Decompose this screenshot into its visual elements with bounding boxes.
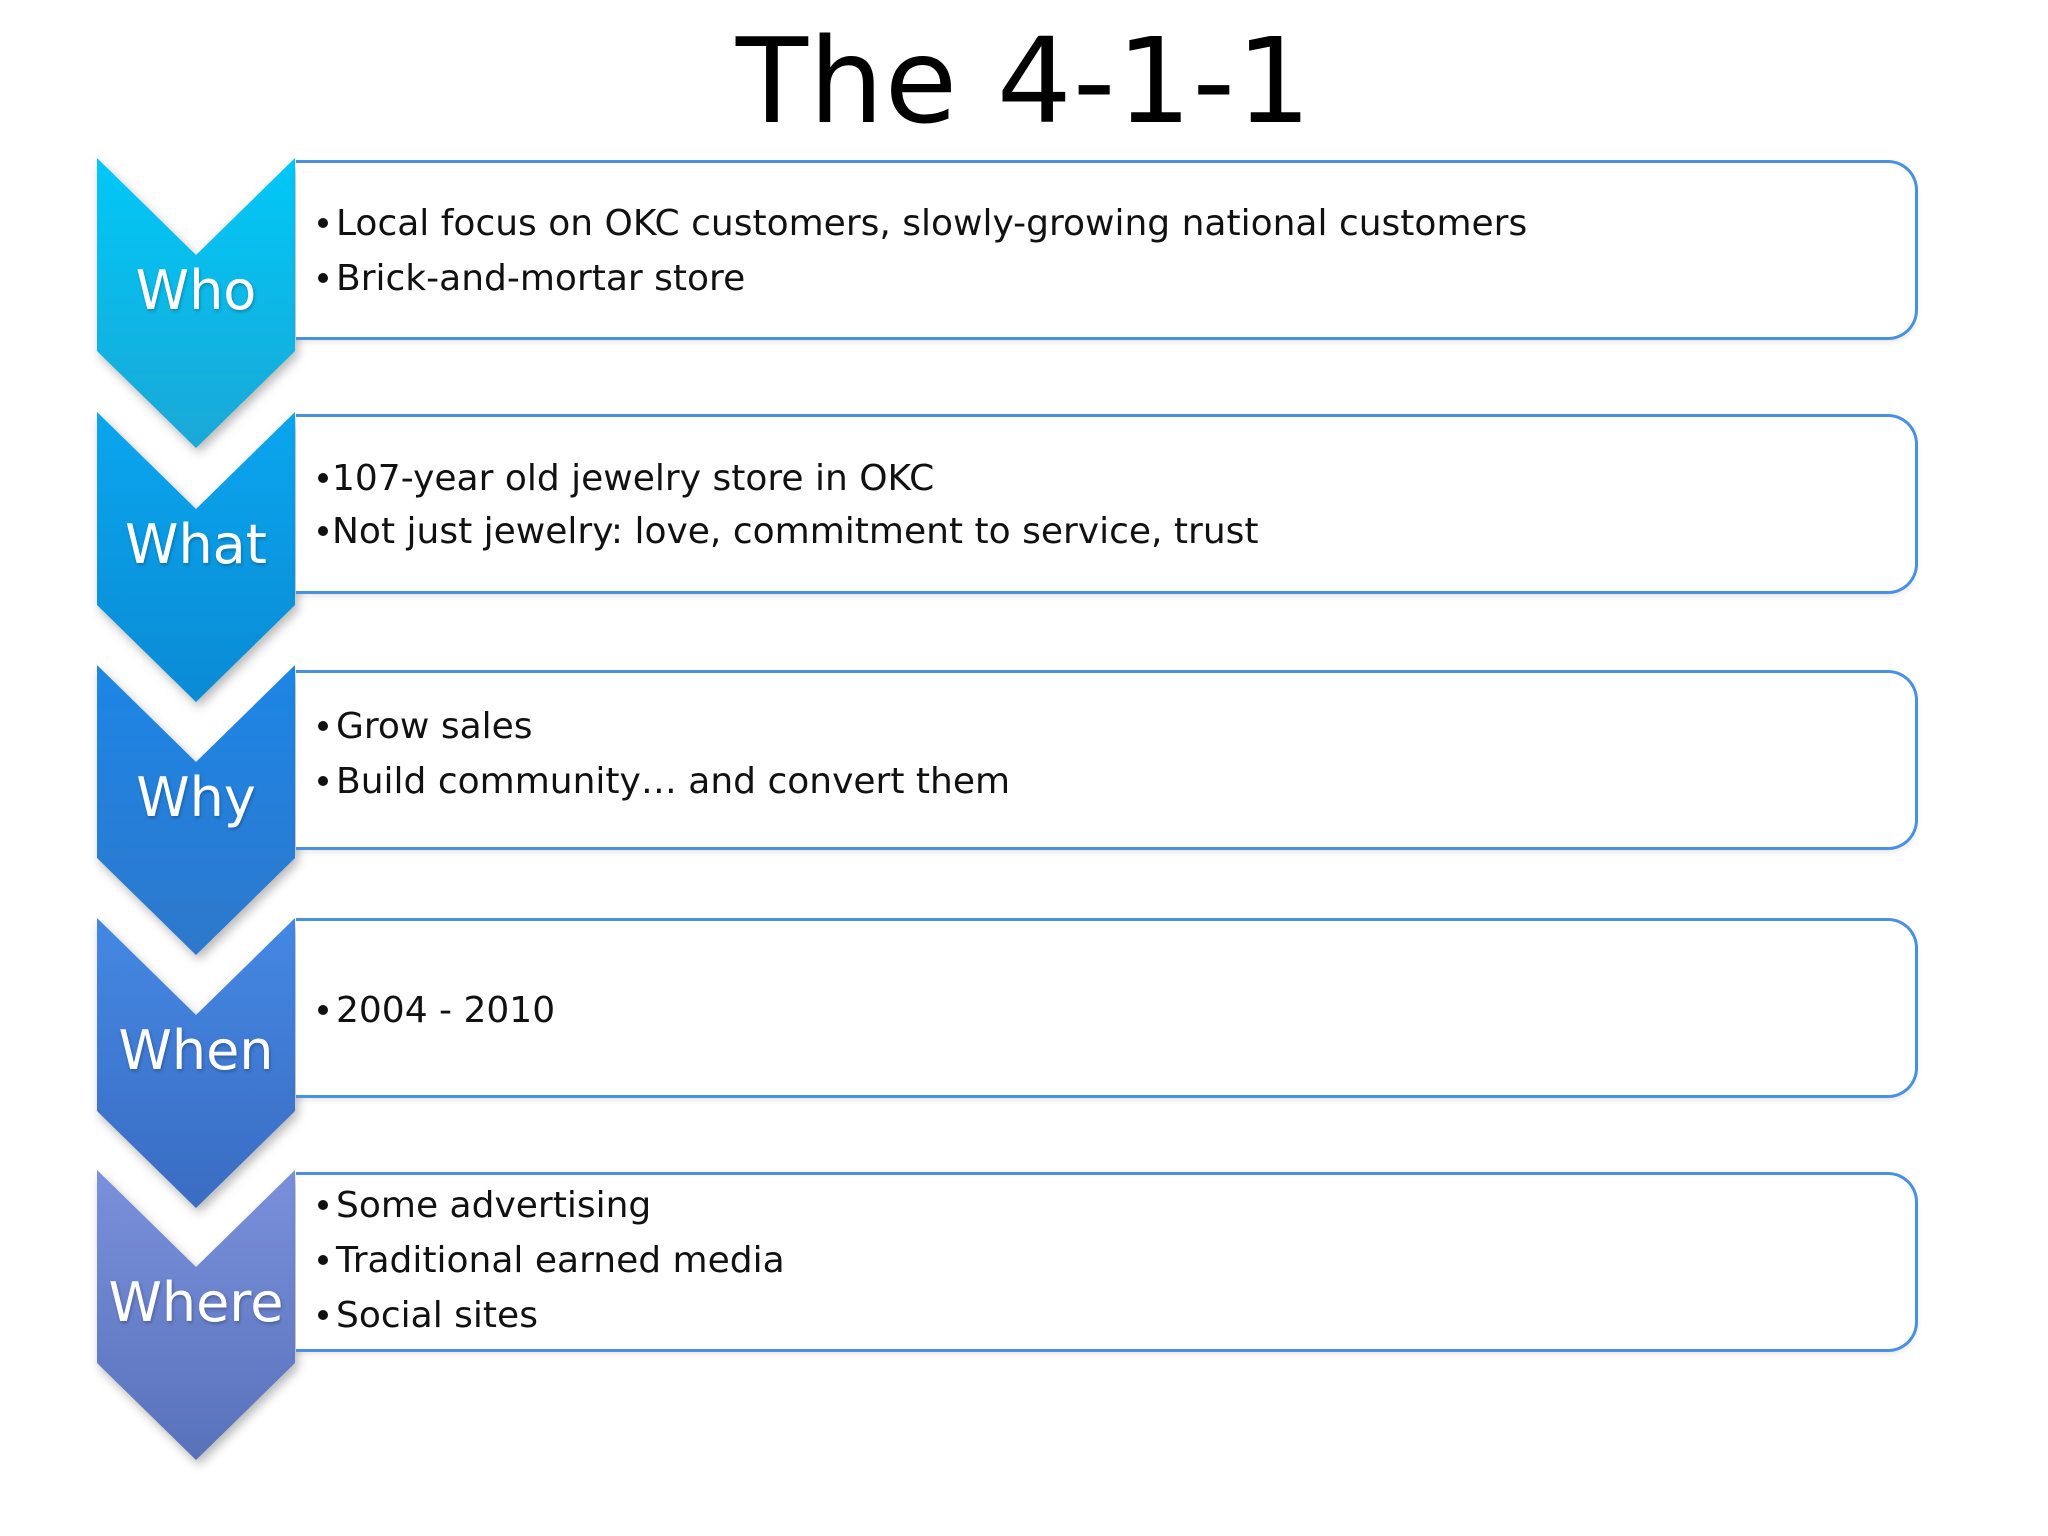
chevron-label-why: Why [136, 766, 256, 829]
bullet-item: 107-year old jewelry store in OKC [316, 452, 1259, 505]
bullet-item: 2004 - 2010 [316, 983, 555, 1038]
bullet-dot-icon [318, 473, 328, 483]
row-box-when: 2004 - 2010 [296, 918, 1918, 1098]
chevron-label-when: When [118, 1019, 274, 1082]
bullet-list-who: Local focus on OKC customers, slowly-gro… [316, 196, 1527, 306]
row-box-where: Some advertising Traditional earned medi… [296, 1172, 1918, 1352]
chevron-shape [97, 665, 295, 955]
bullet-item: Grow sales [316, 699, 1010, 754]
chevron-label-what: What [125, 513, 267, 576]
bullet-dot-icon [318, 776, 328, 786]
chevron-who: Who [97, 158, 295, 448]
chevron-shape [97, 1170, 295, 1460]
row-box-why: Grow sales Build community… and convert … [296, 670, 1918, 850]
chevron-shape [97, 412, 295, 702]
chevron-shape [97, 918, 295, 1208]
bullet-dot-icon [318, 721, 328, 731]
bullet-list-why: Grow sales Build community… and convert … [316, 699, 1010, 809]
bullet-dot-icon [318, 1310, 328, 1320]
bullet-list-when: 2004 - 2010 [316, 983, 555, 1038]
chevron-why: Why [97, 665, 295, 955]
bullet-dot-icon [318, 1005, 328, 1015]
chevron-label-where: Where [108, 1271, 284, 1334]
chevron-where: Where [97, 1170, 295, 1460]
row-box-what: 107-year old jewelry store in OKC Not ju… [296, 414, 1918, 594]
bullet-dot-icon [318, 526, 328, 536]
bullet-item: Brick-and-mortar store [316, 251, 1527, 306]
bullet-list-where: Some advertising Traditional earned medi… [316, 1178, 785, 1343]
bullet-dot-icon [318, 273, 328, 283]
chevron-shape [97, 158, 295, 448]
bullet-item: Social sites [316, 1288, 785, 1343]
chevron-when: When [97, 918, 295, 1208]
bullet-item: Local focus on OKC customers, slowly-gro… [316, 196, 1527, 251]
bullet-item: Traditional earned media [316, 1233, 785, 1288]
bullet-item: Some advertising [316, 1178, 785, 1233]
row-box-who: Local focus on OKC customers, slowly-gro… [296, 160, 1918, 340]
bullet-dot-icon [318, 1200, 328, 1210]
bullet-list-what: 107-year old jewelry store in OKC Not ju… [316, 452, 1259, 558]
bullet-item: Build community… and convert them [316, 754, 1010, 809]
slide-title: The 4-1-1 [735, 12, 1313, 150]
bullet-item: Not just jewelry: love, commitment to se… [316, 505, 1259, 558]
chevron-what: What [97, 412, 295, 702]
bullet-dot-icon [318, 218, 328, 228]
chevron-label-who: Who [135, 259, 257, 322]
bullet-dot-icon [318, 1255, 328, 1265]
